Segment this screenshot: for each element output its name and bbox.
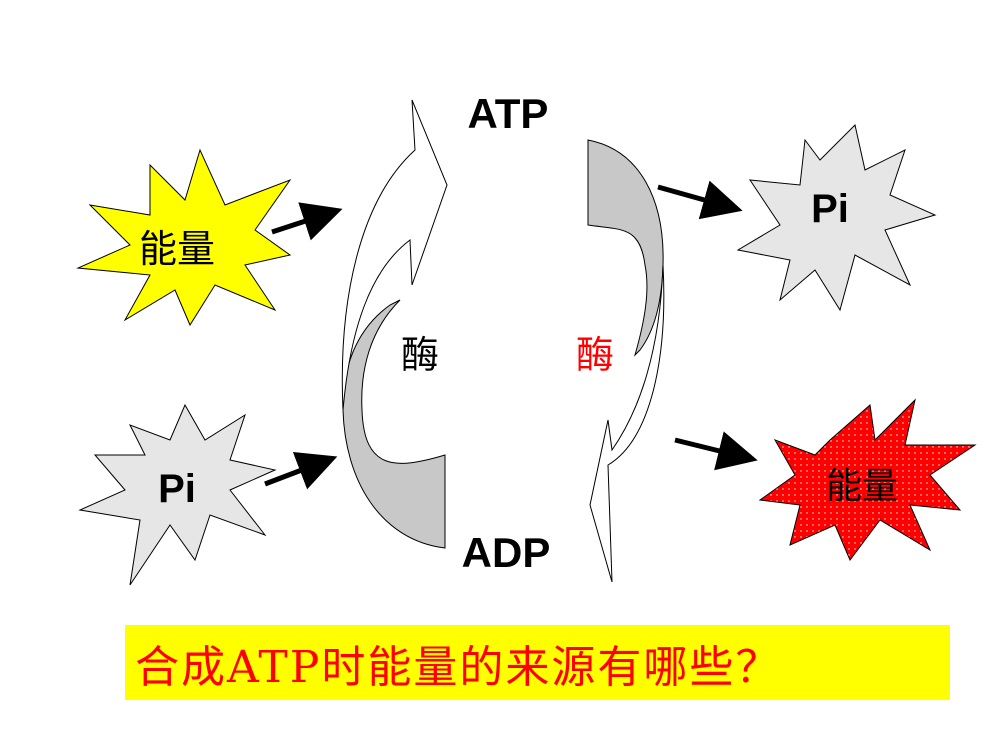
pi-out-label: Pi <box>811 187 849 231</box>
energy-out-label: 能量 <box>826 466 898 507</box>
adp-label: ADP <box>462 529 551 576</box>
energy-in-label: 能量 <box>139 227 215 271</box>
pi-in-arrow <box>264 451 338 490</box>
energy-output-starburst <box>758 398 977 561</box>
enzyme-left-label: 酶 <box>401 333 439 377</box>
atp-label: ATP <box>468 90 549 137</box>
pi-output-starburst <box>736 124 937 312</box>
energy-in-arrow <box>271 202 343 241</box>
pi-out-arrow <box>657 180 743 220</box>
energy-out-arrow <box>674 431 758 471</box>
pi-input-starburst <box>78 403 277 586</box>
question-banner: 合成ATP时能量的来源有哪些？ <box>125 625 950 700</box>
synthesis-curved-arrow <box>341 99 448 549</box>
energy-input-starburst <box>76 148 292 327</box>
enzyme-right-label: 酶 <box>576 333 614 377</box>
pi-in-label: Pi <box>158 467 196 511</box>
hydrolysis-curved-arrow <box>587 139 665 583</box>
question-text: 合成ATP时能量的来源有哪些？ <box>135 641 782 693</box>
